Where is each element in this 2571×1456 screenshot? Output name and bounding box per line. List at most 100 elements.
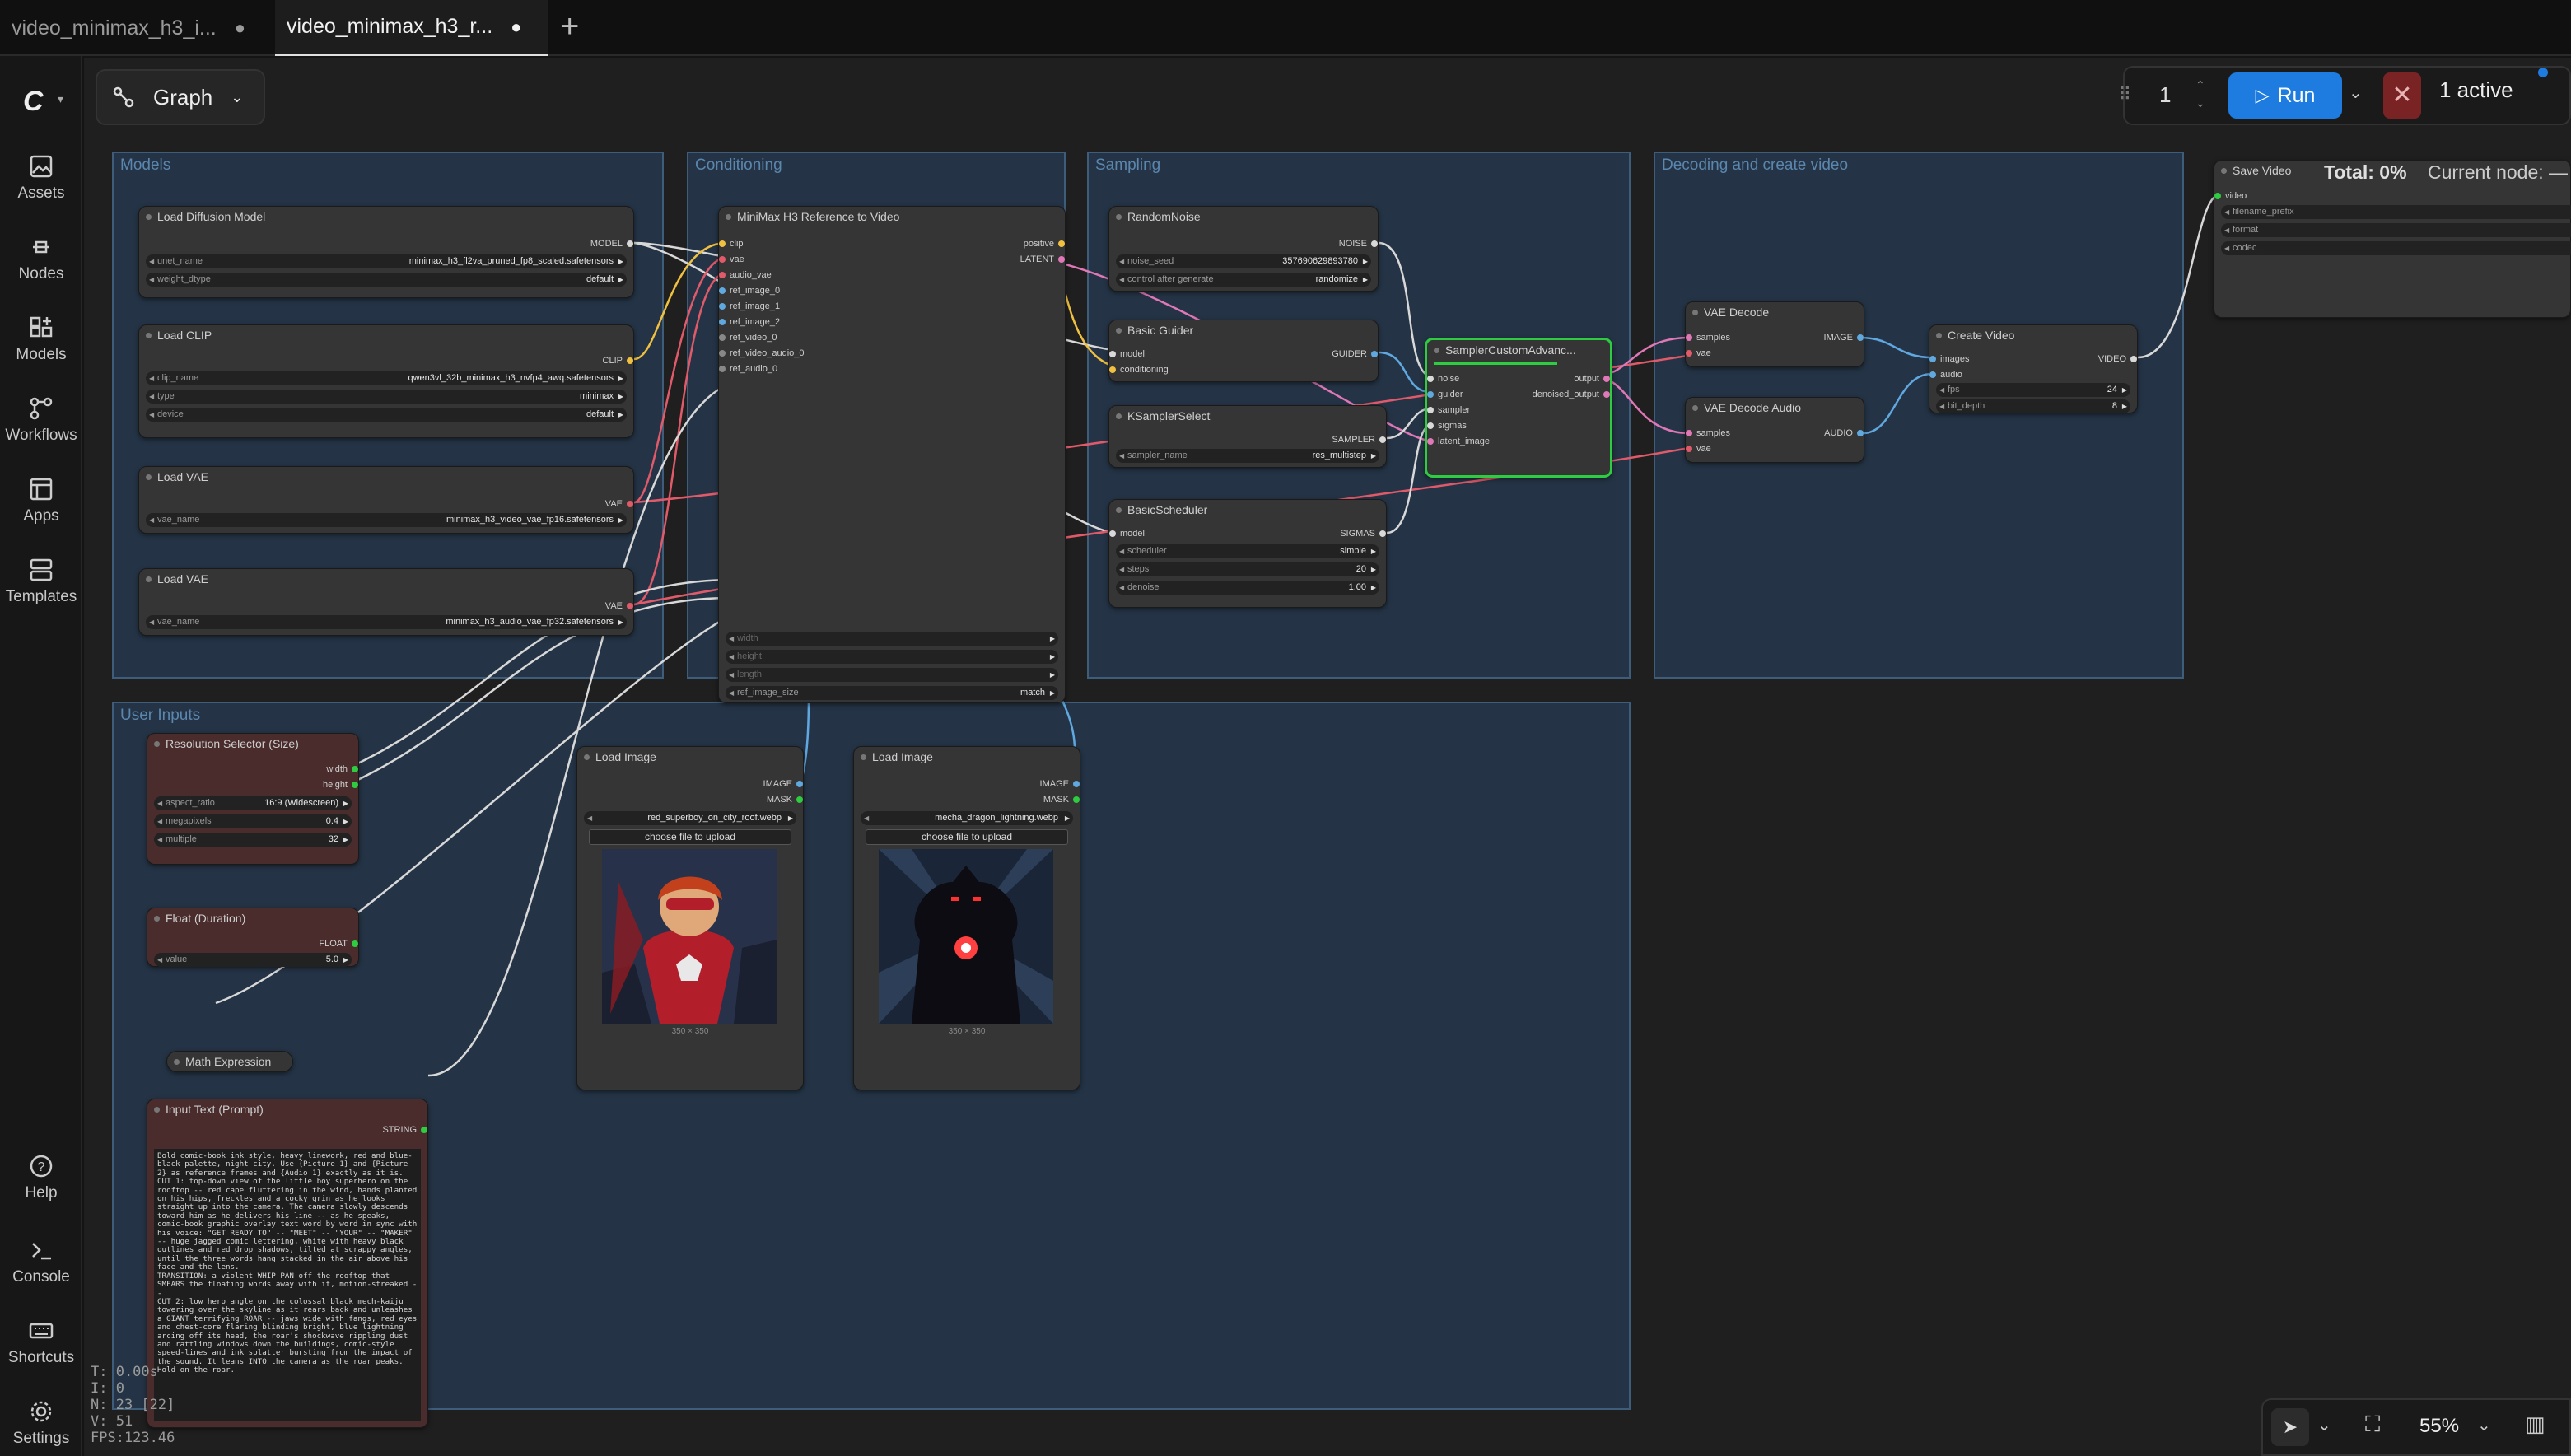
chevron-down-icon[interactable]: ⌄ (2317, 1416, 2331, 1435)
comfy-logo[interactable]: C (23, 86, 44, 117)
output-slot-image[interactable]: IMAGE (1040, 778, 1080, 790)
node-minimax-h3-reference-to-video[interactable]: MiniMax H3 Reference to Video clip vae a… (718, 206, 1066, 703)
graph-mode-button[interactable]: Graph ⌄ (96, 69, 265, 125)
output-slot-height[interactable]: height (323, 779, 358, 791)
input-slot-vae[interactable]: vae (1686, 443, 1711, 455)
input-slot-model[interactable]: model (1109, 528, 1145, 539)
output-slot-width[interactable]: width (326, 763, 358, 775)
input-slot-clip[interactable]: clip (719, 238, 744, 250)
output-slot-noise[interactable]: NOISE (1339, 238, 1379, 250)
widget-vae-name[interactable]: vae_nameminimax_h3_audio_vae_fp32.safete… (146, 615, 627, 629)
widget-format[interactable]: format (2221, 223, 2571, 237)
sidebar-item-console[interactable]: Console (0, 1237, 82, 1286)
input-slot-ref-audio-0[interactable]: ref_audio_0 (719, 363, 777, 375)
select-pointer-icon[interactable]: ➤ (2271, 1408, 2309, 1446)
input-slot-audio-vae[interactable]: audio_vae (719, 269, 772, 281)
widget-width[interactable]: width (726, 632, 1058, 646)
widget-height[interactable]: height (726, 650, 1058, 664)
sidebar-item-assets[interactable]: Assets (0, 153, 82, 203)
output-slot-sampler[interactable]: SAMPLER (1332, 434, 1386, 446)
output-slot-positive[interactable]: positive (1024, 238, 1066, 250)
output-slot-video[interactable]: VIDEO (2098, 353, 2138, 365)
drag-handle-icon[interactable]: ⠿ (2118, 84, 2132, 105)
sidebar-item-shortcuts[interactable]: Shortcuts (0, 1318, 82, 1367)
sidebar-item-nodes[interactable]: Nodes (0, 234, 82, 283)
output-slot-string[interactable]: STRING (382, 1124, 427, 1136)
active-queue-label[interactable]: 1 active (2439, 77, 2513, 102)
input-slot-conditioning[interactable]: conditioning (1109, 364, 1169, 376)
output-slot-latent[interactable]: LATENT (1020, 254, 1066, 265)
input-slot-vae[interactable]: vae (1686, 348, 1711, 359)
fit-view-icon[interactable]: ⛶ (2365, 1412, 2381, 1436)
input-slot-noise[interactable]: noise (1427, 373, 1459, 385)
output-slot-image[interactable]: IMAGE (763, 778, 804, 790)
widget-unet-name[interactable]: unet_nameminimax_h3_fl2va_pruned_fp8_sca… (146, 254, 627, 268)
input-slot-audio[interactable]: audio (1929, 369, 1962, 380)
input-slot-samples[interactable]: samples (1686, 427, 1730, 439)
chevron-down-icon[interactable]: ▾ (58, 92, 64, 105)
output-slot-sigmas[interactable]: SIGMAS (1340, 528, 1386, 539)
widget-image-file[interactable]: mecha_dragon_lightning.webp (861, 811, 1073, 825)
node-vae-decode-audio[interactable]: VAE Decode Audio samples vae AUDIO (1685, 397, 1864, 463)
node-load-vae-audio[interactable]: Load VAE VAE vae_nameminimax_h3_audio_va… (138, 568, 634, 636)
sidebar-item-templates[interactable]: Templates (0, 557, 82, 606)
zoom-level[interactable]: 55% (2419, 1415, 2460, 1437)
output-slot-mask[interactable]: MASK (767, 794, 804, 805)
input-slot-images[interactable]: images (1929, 353, 1969, 365)
input-slot-sampler[interactable]: sampler (1427, 404, 1470, 416)
sidebar-item-settings[interactable]: Settings (0, 1398, 82, 1448)
group-decoding[interactable]: Decoding and create video (1654, 152, 2184, 679)
node-sampler-custom-advanced[interactable]: SamplerCustomAdvanc... noise guider samp… (1425, 338, 1612, 478)
output-slot-clip[interactable]: CLIP (603, 355, 634, 366)
node-load-image-2[interactable]: Load Image IMAGE MASK mecha_dragon_light… (853, 746, 1080, 1090)
output-slot-mask[interactable]: MASK (1043, 794, 1080, 805)
stepper-icon[interactable]: ⌃⌄ (2195, 78, 2205, 110)
output-slot-denoised-output[interactable]: denoised_output (1533, 389, 1611, 400)
output-slot-image[interactable]: IMAGE (1824, 332, 1864, 343)
node-vae-decode[interactable]: VAE Decode samples vae IMAGE (1685, 301, 1864, 367)
node-basic-scheduler[interactable]: BasicScheduler model SIGMAS schedulersim… (1108, 499, 1387, 608)
node-load-clip[interactable]: Load CLIP CLIP clip_nameqwen3vl_32b_mini… (138, 324, 634, 438)
output-slot-guider[interactable]: GUIDER (1332, 348, 1378, 360)
input-slot-samples[interactable]: samples (1686, 332, 1730, 343)
widget-length[interactable]: length (726, 668, 1058, 682)
widget-filename-prefix[interactable]: filename_prefix (2221, 205, 2571, 219)
output-slot-output[interactable]: output (1574, 373, 1610, 385)
input-slot-ref-video-0[interactable]: ref_video_0 (719, 332, 777, 343)
output-slot-audio[interactable]: AUDIO (1824, 427, 1864, 439)
minimap-icon[interactable]: ▥ (2525, 1412, 2545, 1436)
widget-codec[interactable]: codec (2221, 241, 2571, 255)
tab-workflow-2[interactable]: video_minimax_h3_r...● (275, 0, 548, 56)
input-slot-ref-image-1[interactable]: ref_image_1 (719, 301, 780, 312)
sidebar-item-models[interactable]: Models (0, 315, 82, 364)
node-random-noise[interactable]: RandomNoise NOISE noise_seed357690629893… (1108, 206, 1379, 292)
input-slot-latent-image[interactable]: latent_image (1427, 436, 1490, 447)
node-resolution-selector[interactable]: Resolution Selector (Size) width height … (147, 733, 359, 865)
sidebar-item-workflows[interactable]: Workflows (0, 395, 82, 445)
upload-button[interactable]: choose file to upload (866, 829, 1068, 845)
sidebar-item-help[interactable]: ?Help (0, 1153, 82, 1202)
sidebar-item-apps[interactable]: Apps (0, 476, 82, 525)
node-load-image-1[interactable]: Load Image IMAGE MASK red_superboy_on_ci… (576, 746, 804, 1090)
widget-image-file[interactable]: red_superboy_on_city_roof.webp (584, 811, 796, 825)
stop-button[interactable]: ✕ (2383, 72, 2421, 119)
node-ksampler-select[interactable]: KSamplerSelect SAMPLER sampler_nameres_m… (1108, 405, 1387, 468)
node-math-expression[interactable]: Math Expression (166, 1051, 293, 1072)
output-slot-vae[interactable]: VAE (605, 600, 634, 612)
run-options-chevron-icon[interactable]: ⌄ (2349, 84, 2363, 102)
input-slot-sigmas[interactable]: sigmas (1427, 420, 1467, 432)
